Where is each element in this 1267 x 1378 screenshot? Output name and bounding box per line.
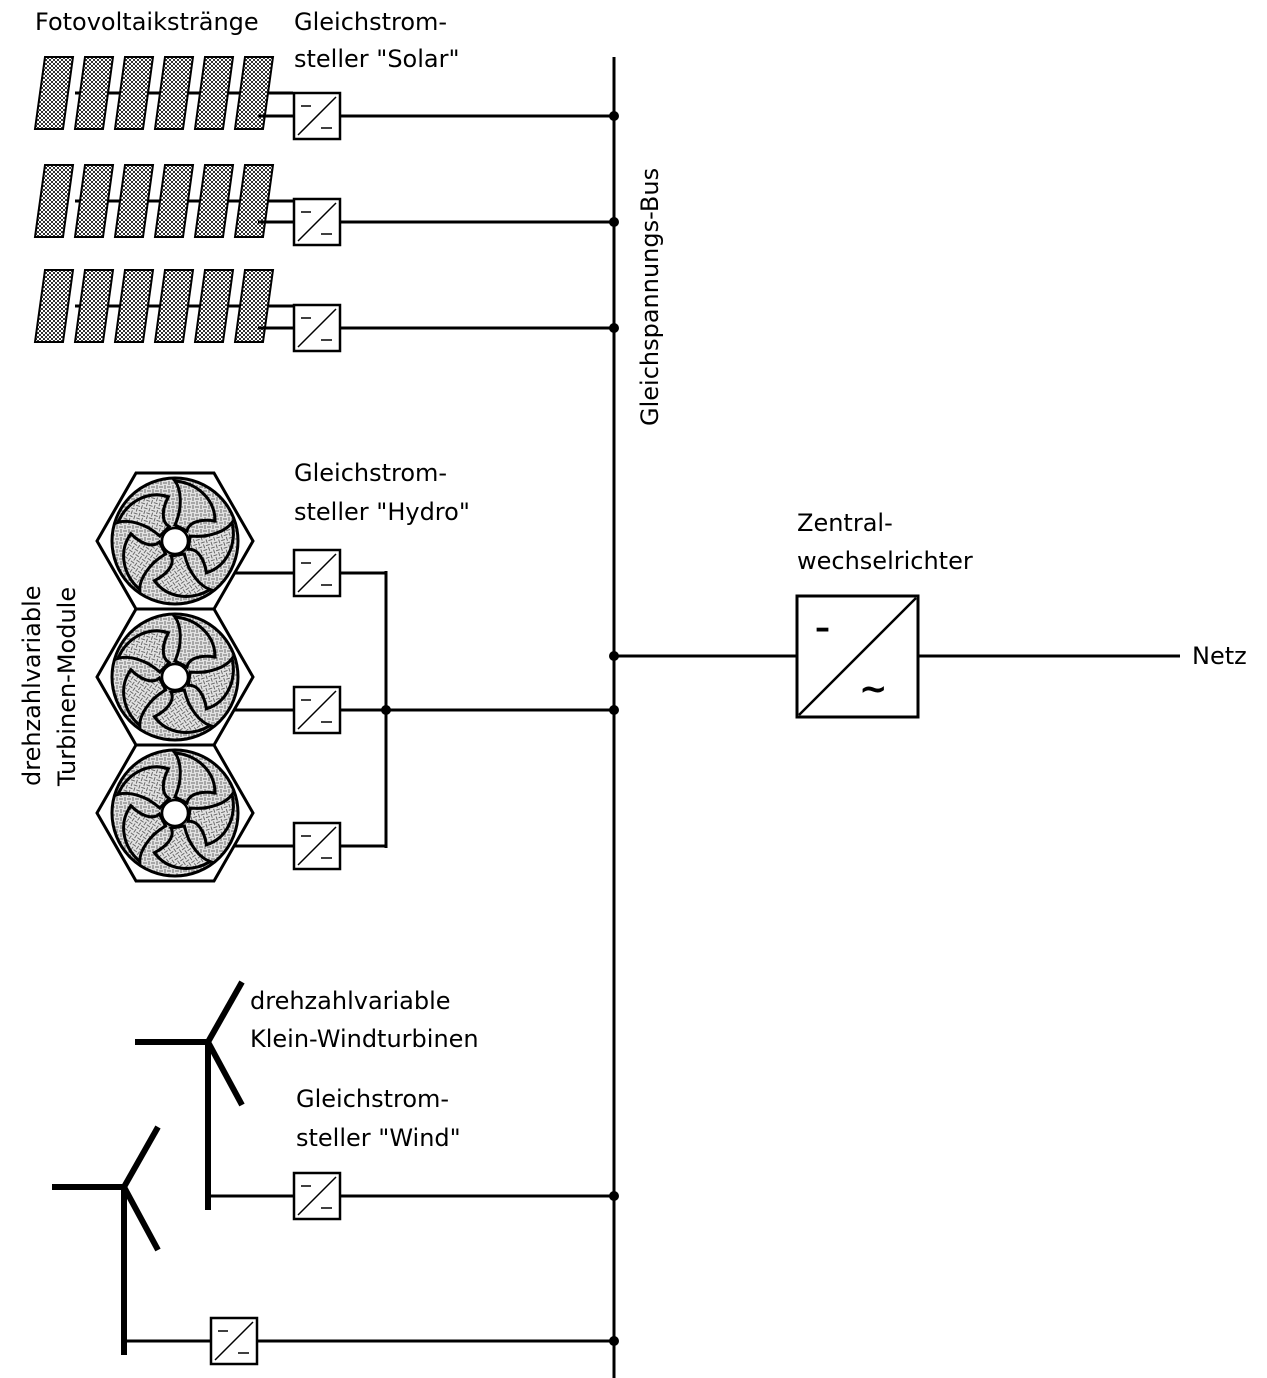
inverter-ac-symbol: ~ bbox=[859, 669, 888, 709]
turbine-module-3 bbox=[95, 743, 255, 887]
turbine-modules-label-line2: Turbinen-Module bbox=[53, 587, 81, 787]
wind-turbines-label-line1: drehzahlvariable bbox=[250, 987, 451, 1015]
dc-bus-label: Gleichspannungs-Bus bbox=[636, 168, 664, 426]
bus-junction bbox=[609, 1336, 619, 1346]
solar-converter-label-line1: Gleichstrom- bbox=[294, 8, 447, 36]
bus-junction bbox=[609, 111, 619, 121]
hydro-converter-label-line2: steller "Hydro" bbox=[294, 498, 470, 526]
pv-string-3 bbox=[33, 268, 295, 344]
pv-string-2 bbox=[33, 163, 295, 239]
hydro-converter-2 bbox=[292, 685, 342, 735]
turbine-module-1 bbox=[95, 471, 255, 615]
bus-junction bbox=[609, 705, 619, 715]
wind-turbine-1 bbox=[135, 980, 245, 1210]
wind-converter-label-line2: steller "Wind" bbox=[296, 1124, 461, 1152]
solar-converter-label-line2: steller "Solar" bbox=[294, 45, 460, 73]
turbine-modules-label-line1: drehzahlvariable bbox=[18, 585, 46, 786]
solar-converter-3 bbox=[292, 303, 342, 353]
bus-junction bbox=[609, 651, 619, 661]
grid-label: Netz bbox=[1192, 642, 1247, 670]
bus-junction bbox=[609, 217, 619, 227]
wind-converter-label-line1: Gleichstrom- bbox=[296, 1085, 449, 1113]
pv-strings-label: Fotovoltaikstränge bbox=[35, 8, 259, 36]
inverter-dc-symbol: – bbox=[815, 611, 830, 646]
solar-converter-2 bbox=[292, 197, 342, 247]
solar-converter-1 bbox=[292, 91, 342, 141]
central-inverter: – ~ bbox=[795, 594, 920, 719]
wind-turbines-label-line2: Klein-Windturbinen bbox=[250, 1025, 479, 1053]
pv-string-1 bbox=[33, 55, 295, 131]
wind-converter-1 bbox=[292, 1171, 342, 1221]
hydro-converter-3 bbox=[292, 821, 342, 871]
hydro-converter-label-line1: Gleichstrom- bbox=[294, 459, 447, 487]
central-inverter-label-line2: wechselrichter bbox=[797, 547, 973, 575]
bus-junction bbox=[609, 323, 619, 333]
central-inverter-label-line1: Zentral- bbox=[797, 509, 893, 537]
hydro-junction bbox=[381, 705, 391, 715]
bus-junction bbox=[609, 1191, 619, 1201]
wind-turbine-2 bbox=[52, 1125, 161, 1355]
turbine-module-2 bbox=[95, 607, 255, 751]
wind-converter-2 bbox=[209, 1316, 259, 1366]
hydro-converter-1 bbox=[292, 548, 342, 598]
